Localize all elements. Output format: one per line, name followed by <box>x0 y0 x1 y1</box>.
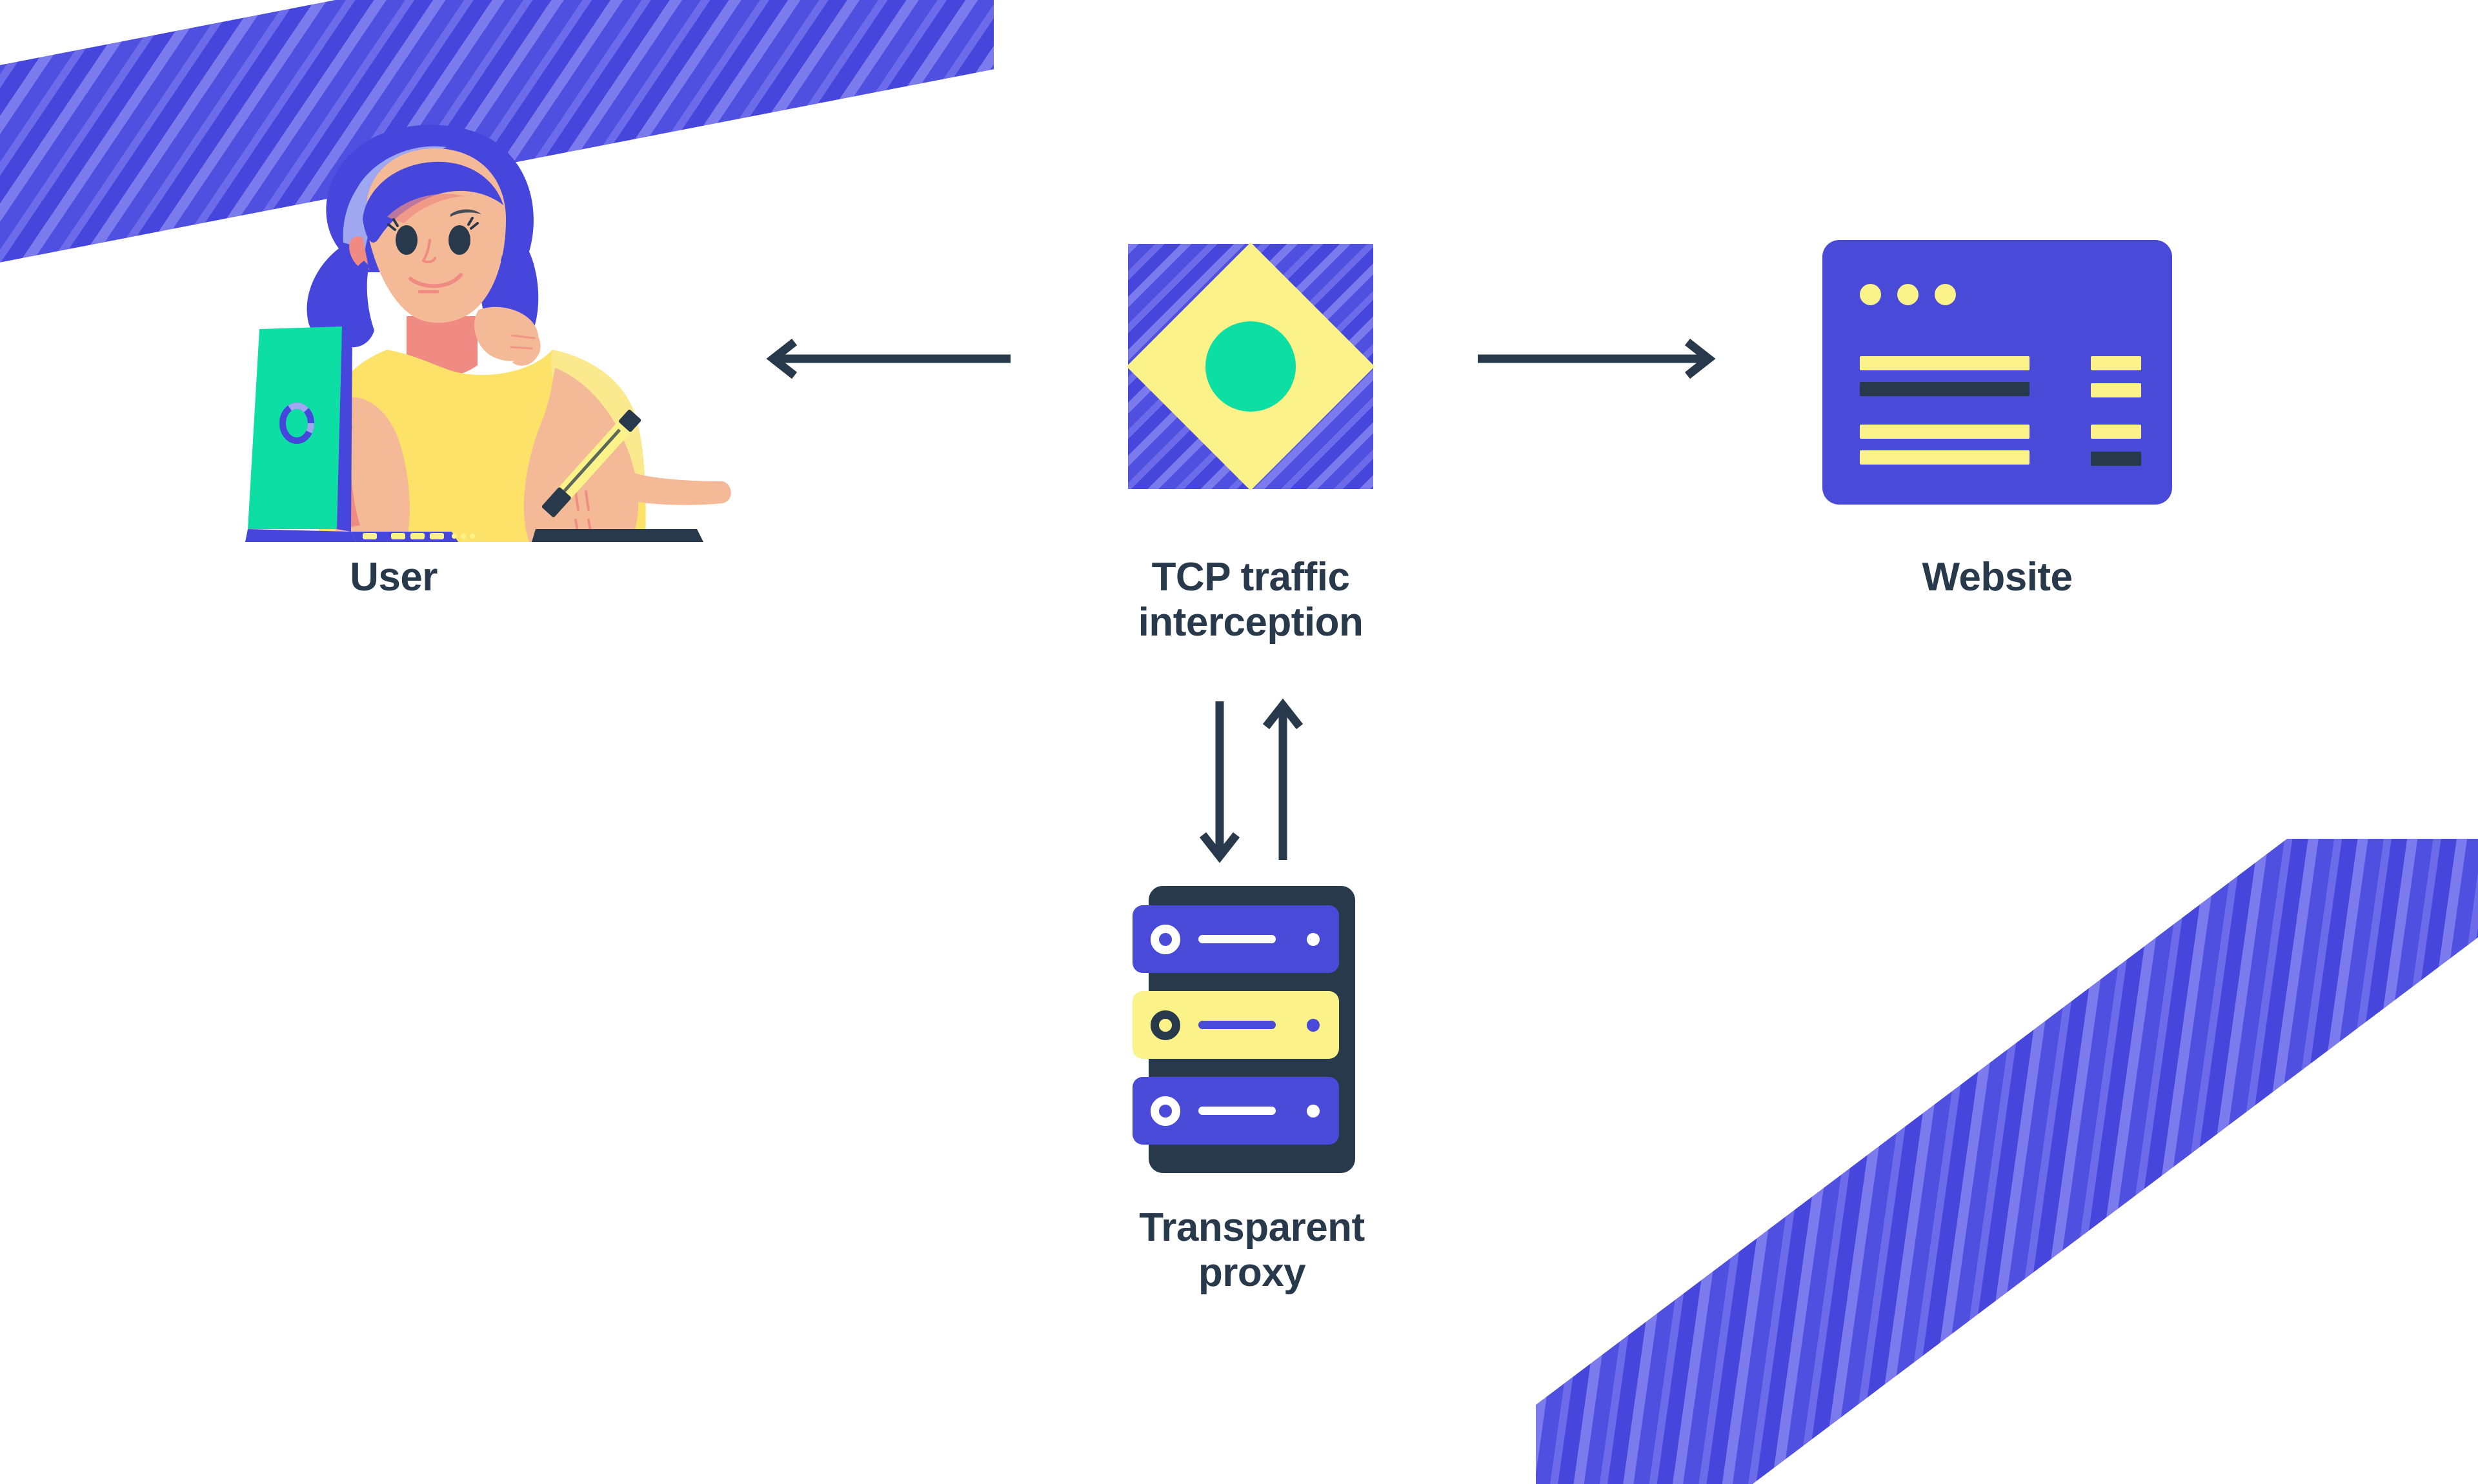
circle-core <box>1205 321 1296 412</box>
server-rack-icon <box>1133 886 1371 1173</box>
rack-status-line <box>1198 935 1276 943</box>
browser-window-icon <box>1822 240 2172 505</box>
content-column-main <box>1860 356 2030 466</box>
rack-led-icon <box>1307 1104 1320 1118</box>
user-illustration <box>194 123 736 543</box>
rack-led-icon <box>1307 932 1320 946</box>
content-bar-highlighted <box>1860 382 2030 396</box>
server-rack-unit <box>1133 905 1339 973</box>
node-label-user: User <box>350 555 438 599</box>
node-label-transparent-proxy: Transparent proxy <box>1139 1205 1365 1296</box>
content-bar <box>1860 425 2030 439</box>
power-ring-icon <box>1151 1096 1180 1126</box>
node-label-tcp-traffic-interception: TCP traffic interception <box>1138 555 1364 645</box>
arrow-tcp-to-proxy <box>1199 700 1240 863</box>
power-ring-icon <box>1151 1010 1180 1040</box>
content-bar <box>1860 356 2030 370</box>
content-bar <box>2091 425 2141 439</box>
browser-content-columns <box>1860 356 2141 466</box>
traffic-dot <box>1935 284 1956 305</box>
content-bar-highlighted <box>2091 452 2141 466</box>
browser-traffic-dots <box>1860 284 1956 305</box>
content-column-side <box>2091 356 2141 466</box>
server-rack-unit <box>1133 1077 1339 1145</box>
rack-status-line <box>1198 1021 1276 1029</box>
traffic-dot <box>1897 284 1919 305</box>
rack-led-icon <box>1307 1018 1320 1032</box>
traffic-dot <box>1860 284 1881 305</box>
server-rack-unit-active <box>1133 991 1339 1059</box>
arrow-tcp-to-user <box>760 338 1012 379</box>
content-bar <box>2091 383 2141 397</box>
power-ring-icon <box>1151 924 1180 954</box>
rack-status-line <box>1198 1107 1276 1115</box>
node-label-website: Website <box>1922 555 2073 599</box>
content-bar <box>2091 356 2141 370</box>
diamond-target-icon <box>1126 242 1375 491</box>
content-bar <box>1860 450 2030 465</box>
arrow-proxy-to-tcp <box>1262 698 1304 861</box>
chevron-pattern-band <box>1536 839 2478 1484</box>
arrow-tcp-to-website <box>1476 338 1722 379</box>
decorative-ribbon-bottom-right <box>1536 839 2478 1484</box>
